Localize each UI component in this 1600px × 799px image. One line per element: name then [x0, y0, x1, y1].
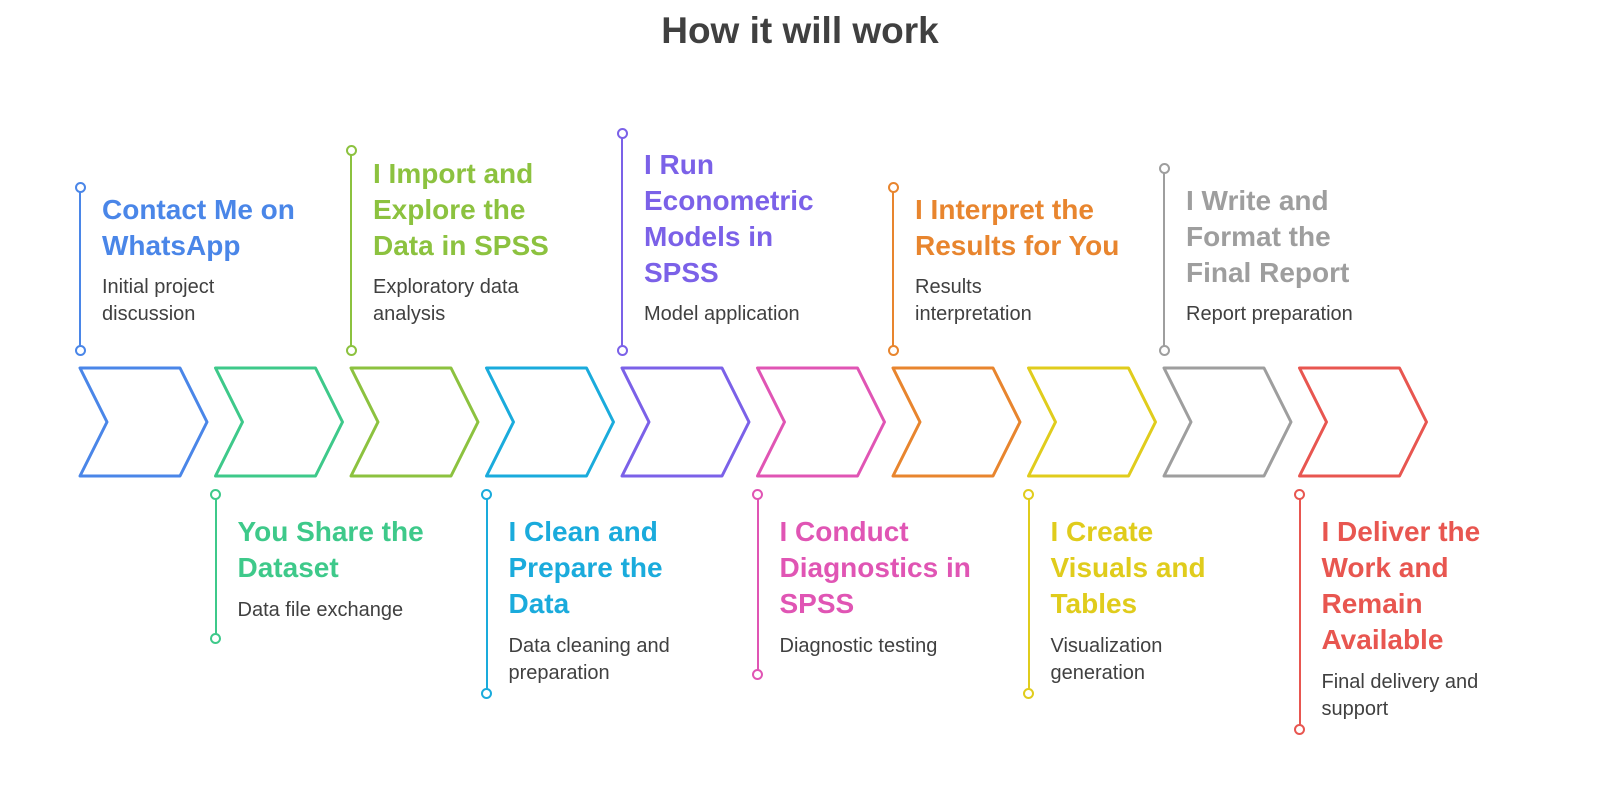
step-connector-line [621, 133, 623, 350]
step-connector-line [350, 150, 352, 350]
step-description: Model application [644, 303, 800, 325]
step-connector-dot [210, 488, 221, 500]
step-connector-line [1163, 168, 1165, 350]
step-connector-dot [345, 144, 357, 156]
step-connector-line [756, 494, 759, 674]
step-connector-dot [210, 632, 221, 644]
chevron-4 [485, 366, 615, 478]
step-connector-dot [1023, 488, 1034, 500]
step-connector-line [892, 187, 894, 350]
step-description: Data file exchange [237, 599, 404, 621]
step-connector-line [1027, 494, 1030, 693]
step-connector-dot [1294, 488, 1305, 500]
step-connector-dot [616, 344, 628, 356]
step-connector-line [485, 494, 488, 693]
step-connector-dot [887, 344, 899, 356]
chevron-2 [214, 366, 344, 478]
step-description: Report preparation [1186, 303, 1353, 325]
step-connector-dot [887, 181, 899, 193]
step-connector-dot [752, 488, 763, 500]
step-connector-dot [1294, 723, 1305, 735]
step-connector-dot [616, 127, 628, 139]
step-connector-line [214, 494, 217, 638]
step-connector-dot [345, 344, 357, 356]
step-connector-dot [74, 181, 86, 193]
chevron-3 [349, 366, 480, 478]
step-connector-dot [481, 687, 492, 699]
chevron-1 [78, 366, 209, 478]
step-description: Diagnostic testing [779, 635, 938, 657]
step-connector-dot [481, 488, 492, 500]
chevron-9 [1162, 366, 1293, 478]
step-connector-dot [752, 668, 763, 680]
chevron-10 [1298, 366, 1428, 478]
step-connector-dot [74, 344, 86, 356]
step-connector-dot [1158, 344, 1170, 356]
step-connector-line [1298, 494, 1301, 729]
chevron-6 [756, 366, 886, 478]
chevron-8 [1027, 366, 1157, 478]
step-connector-line [79, 187, 81, 350]
chevron-7 [891, 366, 1022, 478]
step-connector-dot [1023, 687, 1034, 699]
step-connector-dot [1158, 162, 1170, 174]
diagram-title: How it will work [661, 10, 939, 51]
chevron-5 [620, 366, 751, 478]
